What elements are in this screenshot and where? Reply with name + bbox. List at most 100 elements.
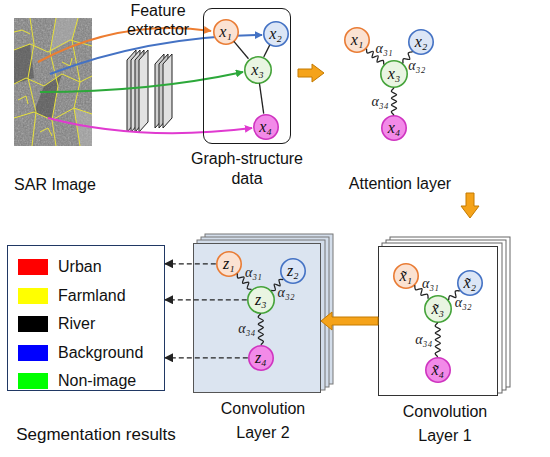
vertex-circle <box>248 287 274 313</box>
vertex-label: x₂ <box>263 21 289 47</box>
vertex-label: x₃ <box>380 60 408 88</box>
vertex-label: x₄ <box>253 114 279 140</box>
legend-text: River <box>58 315 95 333</box>
vertex-circle <box>394 264 418 288</box>
vertex-node: x₄ <box>381 115 407 141</box>
attention-edge <box>391 88 396 115</box>
legend-text: Non-image <box>58 372 136 390</box>
vertex-label: x₂ <box>408 29 434 55</box>
sar-region <box>14 44 34 84</box>
result-arrow <box>165 357 248 358</box>
vertex-circle <box>382 116 406 140</box>
legend-text: Farmland <box>58 287 126 305</box>
edge-weight: α₃₁ <box>422 277 439 291</box>
legend-box: Segmentation resultsUrbanFarmlandRiverBa… <box>7 245 165 391</box>
superpixel-boundary <box>14 18 92 146</box>
vertex-label: z₂ <box>280 258 306 284</box>
edge-weight: α₃₄ <box>371 95 388 109</box>
edge-weight: α₃₂ <box>408 59 425 73</box>
vertex-label: x₁ <box>344 27 370 53</box>
vertex-label: z₃ <box>247 286 275 314</box>
vertex-label: z₄ <box>248 345 274 371</box>
vertex-circle <box>426 358 450 382</box>
edge-weight: α₃₁ <box>245 266 262 280</box>
vertex-circle <box>425 296 451 322</box>
vertex-circle <box>249 346 273 370</box>
vertex-label: x₃ <box>244 56 272 84</box>
legend-swatch <box>18 288 48 304</box>
vertex-circle <box>458 271 482 295</box>
result-arrow <box>165 263 216 264</box>
sar-image <box>14 18 92 146</box>
vertex-node: z₂ <box>280 258 306 284</box>
sar-region <box>34 74 62 120</box>
vertex-label: x̃₁ <box>393 263 419 289</box>
vertex-circle <box>281 259 305 283</box>
panel-heading: Segmentation results <box>0 424 201 446</box>
edge-weight: α₃₂ <box>278 286 295 300</box>
legend-text: Background <box>58 344 143 362</box>
vertex-node: x̃₁ <box>393 263 419 289</box>
vertex-label: z₁ <box>216 251 242 277</box>
attention-edge <box>258 314 263 345</box>
vertex-node: x₃ <box>380 60 408 88</box>
vertex-node: x̃₄ <box>425 357 451 383</box>
vertex-label: x̃₄ <box>425 357 451 383</box>
legend-swatch <box>18 259 48 275</box>
legend-entry: Farmland <box>8 287 164 305</box>
panel-heading: Convolution Layer 1 <box>386 400 504 448</box>
vertex-circle <box>217 252 241 276</box>
result-arrow <box>165 299 247 300</box>
flow-arrow <box>461 193 479 218</box>
graph-edge <box>234 41 249 58</box>
graph-edge <box>264 45 270 57</box>
legend-text: Urban <box>58 258 102 276</box>
edge-weight: α₃₁ <box>376 42 393 56</box>
vertex-circle <box>381 61 407 87</box>
panel-heading: Graph-structure data <box>177 149 317 189</box>
vertex-node: x₁ <box>344 27 370 53</box>
edge-weight: α₃₂ <box>455 296 472 310</box>
flow-arrow <box>321 312 378 330</box>
attention-edge <box>435 323 440 357</box>
vertex-circle <box>345 28 369 52</box>
stage-label: Attention layer <box>320 174 480 194</box>
graph-edge <box>259 83 263 113</box>
vertex-label: x̃₃ <box>424 295 452 323</box>
sar-texture <box>14 18 92 146</box>
vertex-label: x₄ <box>381 115 407 141</box>
vertex-node: z₁ <box>216 251 242 277</box>
edge-weight: α₃₄ <box>238 322 255 336</box>
legend-swatch <box>18 373 48 389</box>
image-label: SAR Image <box>0 175 110 195</box>
panel-heading: Convolution Layer 2 <box>204 397 322 445</box>
vertex-node: z₄ <box>248 345 274 371</box>
component-label: Feature extractor <box>108 1 208 39</box>
feature-extractor <box>127 50 172 132</box>
vertex-circle <box>409 30 433 54</box>
vertex-node: x̃₃ <box>424 295 452 323</box>
vertex-node: x₂ <box>408 29 434 55</box>
edge-weight: α₃₄ <box>415 333 432 347</box>
graph-panel: Graph-structure datax₁x₂x₃x₄ <box>203 8 291 144</box>
vertex-circle <box>213 19 237 43</box>
vertex-node: x̃₂ <box>457 270 483 296</box>
vertex-node: x₄ <box>253 114 279 140</box>
flow-arrow <box>298 64 324 82</box>
vertex-node: x₁ <box>213 19 239 45</box>
vertex-circle <box>253 114 277 138</box>
legend-entry: Non-image <box>8 372 164 390</box>
vertex-circle <box>244 56 270 82</box>
legend-entry: Background <box>8 344 164 362</box>
vertex-label: x₁ <box>213 19 239 45</box>
vertex-node: x₃ <box>244 56 272 84</box>
legend-entry: River <box>8 315 164 333</box>
legend-swatch <box>18 345 48 361</box>
vertex-node: z₃ <box>247 286 275 314</box>
legend-entry: Urban <box>8 258 164 276</box>
vertex-node: x₂ <box>263 21 289 47</box>
